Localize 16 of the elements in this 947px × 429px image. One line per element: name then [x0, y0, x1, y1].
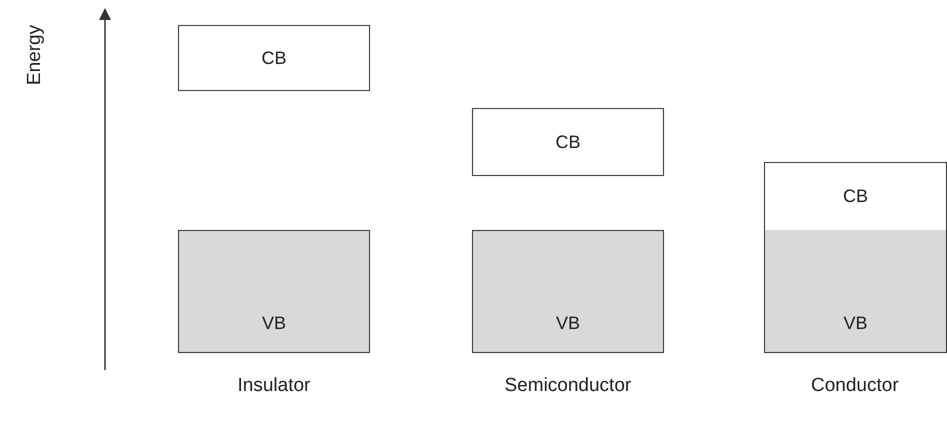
band-label: VB	[843, 313, 868, 334]
conduction-band-box	[178, 25, 370, 91]
conduction-band-box	[764, 162, 947, 231]
valence-band-box	[472, 230, 664, 353]
valence-band-box	[764, 230, 947, 353]
axis-label: Energy	[24, 24, 46, 86]
band-label: CB	[555, 132, 580, 152]
band-label: VB	[556, 313, 580, 334]
material-label: Semiconductor	[504, 375, 632, 397]
material-label: Insulator	[238, 375, 310, 397]
band-label: CB	[261, 48, 286, 68]
material-label: Conductor	[811, 375, 899, 397]
conduction-band-box	[472, 108, 664, 176]
band-label: CB	[842, 186, 868, 207]
valence-band-box	[178, 230, 370, 353]
band-label: VB	[262, 313, 286, 334]
